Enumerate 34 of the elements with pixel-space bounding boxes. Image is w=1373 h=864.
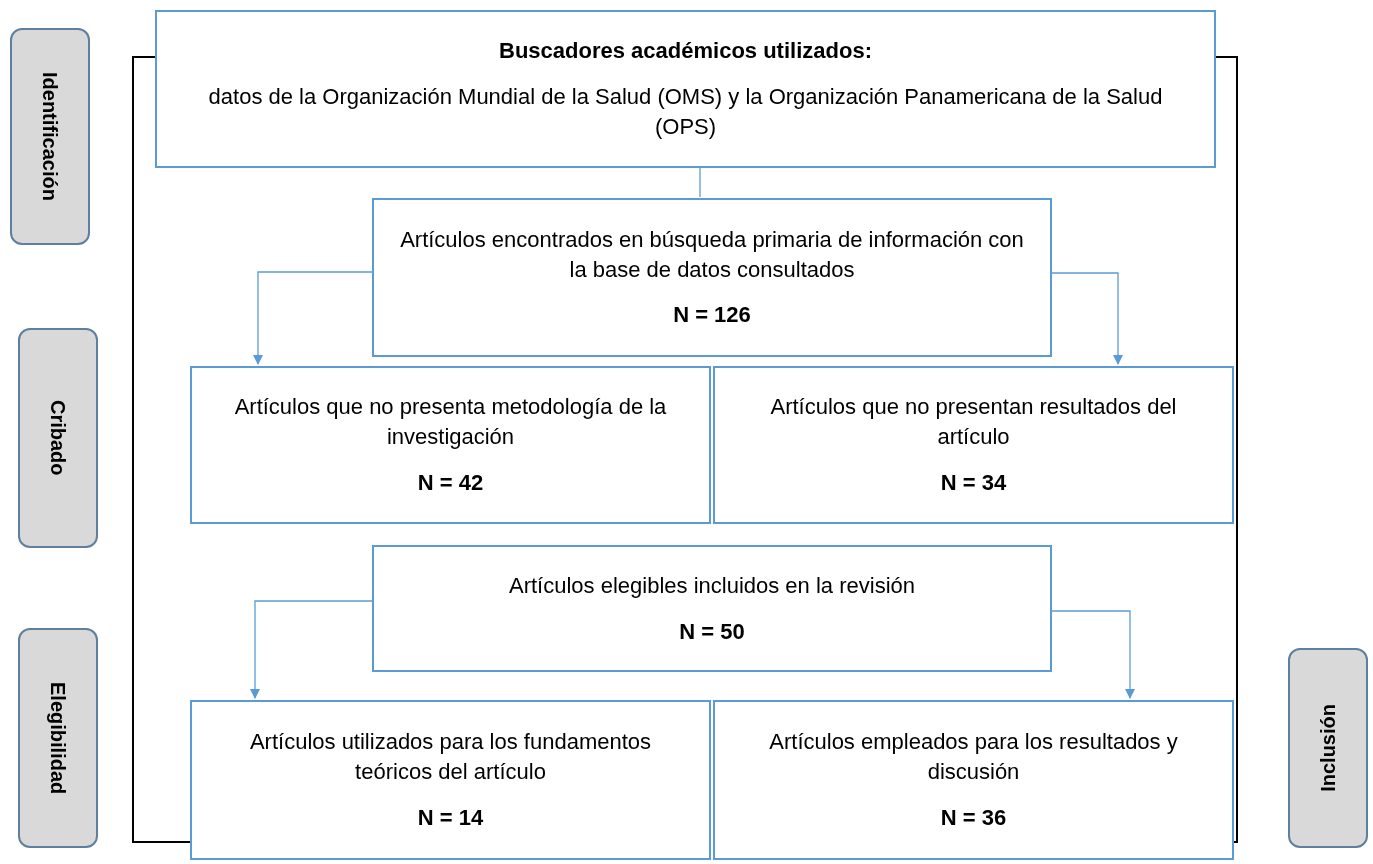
arrow xyxy=(1051,610,1135,699)
process-box xyxy=(372,198,1052,357)
stage-text: Inclusión xyxy=(1316,704,1340,792)
arrow xyxy=(253,271,373,365)
process-box xyxy=(713,700,1234,860)
arrow xyxy=(1051,272,1123,365)
process-box xyxy=(713,366,1234,524)
box-text: Artículos encontrados en búsqueda primaria de información con la base de datos consultados xyxy=(399,225,1025,284)
stage-label xyxy=(18,328,98,548)
connector-line xyxy=(699,167,701,198)
arrow xyxy=(250,600,373,699)
count-text: N = 36 xyxy=(940,803,1007,832)
count-text: N = 42 xyxy=(417,468,484,497)
count-text: N = 34 xyxy=(940,468,1007,497)
count-text: N = 14 xyxy=(417,803,484,832)
process-box xyxy=(190,366,711,524)
process-box xyxy=(372,545,1052,672)
box-text: Artículos que no presenta metodología de la investigación xyxy=(233,393,668,452)
process-box xyxy=(155,10,1216,168)
box-text: datos de la Organización Mundial de la Salud (OMS) y la Organización Panamericana de la Salud (OPS) xyxy=(207,83,1164,141)
count-text: N = 50 xyxy=(679,617,745,646)
stage-label xyxy=(1288,648,1368,848)
box-text: Artículos elegibles incluidos en la revisión xyxy=(509,571,915,600)
box-text: Artículos utilizados para los fundamentos teóricos del artículo xyxy=(248,728,653,787)
box-text: Artículos que no presentan resultados del artículo xyxy=(769,393,1178,452)
stage-text: Identificación xyxy=(38,72,62,201)
stage-label xyxy=(10,28,90,245)
process-box xyxy=(190,700,711,860)
box-text: Artículos empleados para los resultados y discusión xyxy=(768,728,1179,787)
stage-text: Elegibilidad xyxy=(46,681,70,795)
box-heading: Buscadores académicos utilizados: xyxy=(499,37,872,66)
stage-label xyxy=(18,628,98,848)
stage-text: Cribado xyxy=(46,400,70,476)
count-text: N = 126 xyxy=(673,301,751,330)
